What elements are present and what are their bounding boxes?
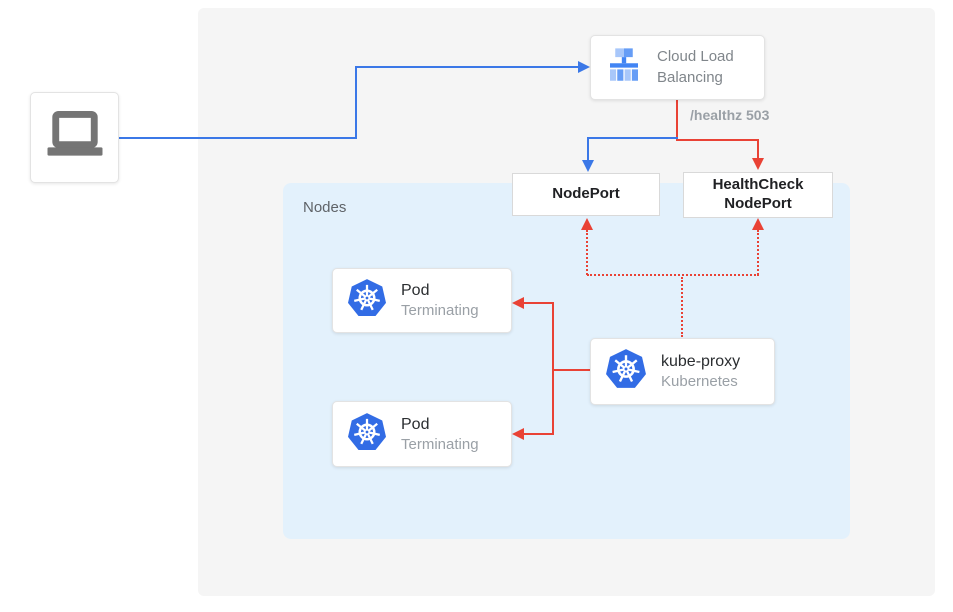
kube-proxy-card: kube-proxy Kubernetes <box>590 338 775 405</box>
pod-text: Pod Terminating <box>401 282 479 319</box>
kube-proxy-title: kube-proxy <box>661 353 741 370</box>
arrowhead-up-into-healthcheck-nodeport <box>752 218 764 230</box>
kubeproxy-dotted-line-h <box>587 274 759 276</box>
healthz-status-label: /healthz 503 <box>690 107 770 123</box>
healthcheck-nodeport-box: HealthCheck NodePort <box>683 172 833 218</box>
lb-healthcheck-line-v <box>676 100 678 141</box>
pod-status: Terminating <box>401 302 479 319</box>
kubernetes-icon <box>605 348 647 395</box>
kube-proxy-text: kube-proxy Kubernetes <box>661 353 740 390</box>
lb-to-nodeport-line-v <box>587 139 589 162</box>
client-laptop-card <box>30 92 119 183</box>
cloud-load-balancing-label: Cloud Load Balancing <box>657 48 734 86</box>
client-to-lb-line-v <box>355 66 357 139</box>
lb-to-nodeport-line-h <box>587 137 678 139</box>
pod-status: Terminating <box>401 435 479 453</box>
arrowhead-into-pod-1 <box>512 297 524 309</box>
arrowhead-into-load-balancer <box>578 61 590 73</box>
arrowhead-into-pod-2 <box>512 428 524 440</box>
arrowhead-up-into-nodeport <box>581 218 593 230</box>
lb-to-healthcheck-line-h <box>676 139 759 141</box>
kube-proxy-subtitle: Kubernetes <box>661 373 738 390</box>
kubernetes-icon <box>347 278 387 323</box>
pod-title: Pod <box>401 415 430 433</box>
line-into-pod-2 <box>524 433 554 435</box>
kubernetes-icon <box>347 412 387 457</box>
kubeproxy-dotted-line-v-center <box>681 277 683 337</box>
pod-card-1: Pod Terminating <box>332 268 512 333</box>
client-to-lb-line-h2 <box>355 66 578 68</box>
pod-title: Pod <box>401 282 430 299</box>
line-into-pod-1 <box>524 302 554 304</box>
kubeproxy-dotted-line-v-right <box>757 230 759 275</box>
kubeproxy-dotted-line-v-left <box>586 230 588 275</box>
arrowhead-into-nodeport <box>582 160 594 172</box>
nodes-panel-label: Nodes <box>303 199 347 216</box>
cloud-load-balancing-card: Cloud Load Balancing <box>590 35 765 100</box>
nodeport-box: NodePort <box>512 173 660 216</box>
kubeproxy-to-pods-line-v <box>552 302 554 435</box>
lb-to-healthcheck-line-v <box>757 141 759 159</box>
arrowhead-into-healthcheck-nodeport <box>752 158 764 170</box>
pod-card-2: Pod Terminating <box>332 401 512 467</box>
kubeproxy-to-pods-line-h <box>552 369 590 371</box>
load-balancer-icon <box>603 44 645 91</box>
pod-text: Pod Terminating <box>401 416 479 453</box>
client-to-lb-line-h1 <box>119 137 356 139</box>
laptop-icon <box>42 102 108 173</box>
